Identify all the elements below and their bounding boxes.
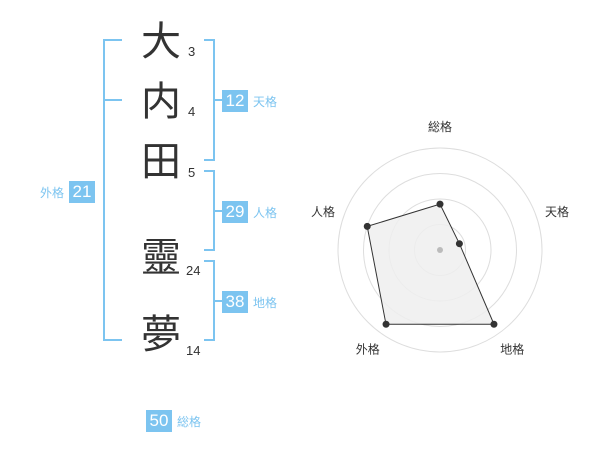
radar-polygon [366,203,495,325]
gaikaku-box: 外格 21 [40,181,96,203]
chikaku-label: 地格 [253,295,278,310]
tenkaku-box: 12 天格 [222,90,277,112]
soukaku-value: 50 [146,410,172,432]
name-char-5: 夢 [141,312,181,358]
chikaku-box: 38 地格 [222,291,277,313]
radar-point-3 [490,320,498,328]
stroke-count-3: 5 [188,165,196,180]
chikaku-value: 38 [222,291,248,313]
tenkaku-value: 12 [222,90,248,112]
radar-ring-4 [337,147,543,353]
gaikaku-value: 21 [69,181,96,203]
radar-point-5 [363,222,371,230]
radar-point-4 [382,320,390,328]
name-char-2: 内 [141,79,181,125]
radar-axis-label-2: 天格 [545,204,569,219]
radar-point-1 [436,200,444,208]
radar-axis-label-1: 総格 [428,119,452,134]
gaikaku-label: 外格 [40,185,65,200]
radar-point-2 [455,240,463,248]
stroke-count-4: 24 [186,263,201,278]
name-char-1: 大 [141,19,181,65]
tenkaku-label: 天格 [253,94,278,109]
stroke-count-1: 3 [188,44,196,59]
name-char-3: 田 [141,139,181,185]
radar-center [437,247,443,253]
soukaku-box: 50 総格 [146,410,201,432]
jinkaku-label: 人格 [253,205,278,220]
radar-axis-label-3: 地格 [500,342,524,357]
radar-ring-3 [363,173,517,327]
jinkaku-box: 29 人格 [222,201,277,223]
name-char-4: 靈 [141,235,181,281]
radar-axis-label-4: 外格 [356,342,380,357]
stroke-count-5: 14 [186,343,201,358]
soukaku-label: 総格 [177,414,202,429]
stroke-count-2: 4 [188,104,196,119]
jinkaku-value: 29 [222,201,248,223]
gaikaku-bracket [103,39,122,341]
radar-axis-label-5: 人格 [311,204,335,219]
